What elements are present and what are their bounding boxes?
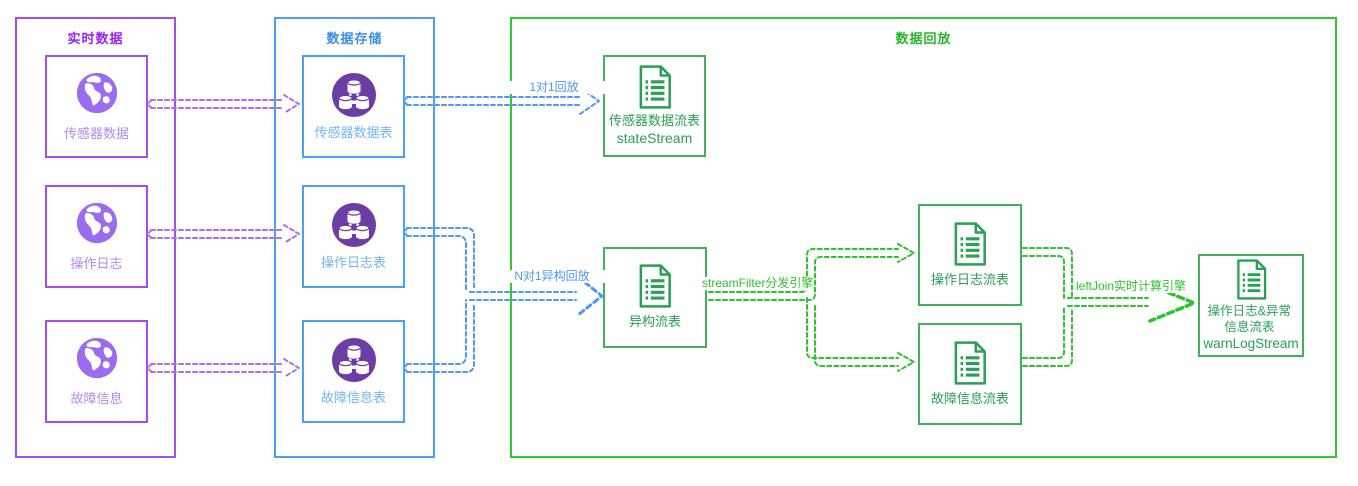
edge-label-leftjoin: leftJoin实时计算引擎 bbox=[1076, 279, 1187, 294]
node-label: 故障信息表 bbox=[320, 390, 386, 406]
node-label: 传感器数据 bbox=[63, 126, 129, 142]
node-sublabel: stateStream bbox=[616, 129, 693, 146]
database-cluster-icon bbox=[330, 202, 377, 248]
node-label: 故障信息流表 bbox=[930, 390, 1009, 406]
node-label: 操作日志表 bbox=[320, 255, 386, 271]
node-sensor-stream-table[interactable]: 传感器数据流表 stateStream bbox=[603, 55, 706, 157]
database-cluster-icon bbox=[330, 337, 377, 383]
node-label: 操作日志 bbox=[70, 256, 123, 272]
node-fault-info-table[interactable]: 故障信息表 bbox=[302, 320, 405, 423]
group-storage-title: 数据存储 bbox=[326, 31, 383, 46]
node-hetero-stream-table[interactable]: 异构流表 bbox=[603, 247, 707, 348]
globe-icon bbox=[76, 203, 117, 244]
document-icon bbox=[639, 264, 672, 309]
node-oplog-stream-table[interactable]: 操作日志流表 bbox=[918, 204, 1022, 306]
node-label: 故障信息 bbox=[70, 391, 123, 407]
node-sublabel: warnLogStream bbox=[1203, 335, 1299, 351]
document-icon bbox=[1236, 259, 1267, 301]
node-sensor-data-table[interactable]: 传感器数据表 bbox=[302, 55, 405, 158]
edge-label-streamfilter: streamFilter分发引擎 bbox=[702, 276, 814, 291]
group-replay-title: 数据回放 bbox=[895, 31, 952, 46]
document-icon bbox=[954, 221, 987, 266]
node-label: 异构流表 bbox=[628, 314, 681, 330]
database-cluster-icon bbox=[330, 72, 377, 118]
globe-icon bbox=[76, 73, 117, 114]
node-operation-log-table[interactable]: 操作日志表 bbox=[302, 185, 405, 288]
node-label: 传感器数据表 bbox=[314, 125, 393, 141]
group-data-replay[interactable]: 数据回放 bbox=[510, 17, 1337, 458]
node-sensor-data[interactable]: 传感器数据 bbox=[45, 55, 148, 158]
node-label: 操作日志&异常信息流表 bbox=[1207, 304, 1292, 334]
document-icon bbox=[638, 65, 671, 110]
document-icon bbox=[954, 340, 987, 385]
node-label: 传感器数据流表 bbox=[608, 113, 700, 129]
globe-icon bbox=[76, 338, 117, 379]
node-warnlog-stream-table[interactable]: 操作日志&异常信息流表 warnLogStream bbox=[1198, 254, 1304, 357]
node-operation-log[interactable]: 操作日志 bbox=[45, 185, 148, 288]
edge-label-one-to-one: 1对1回放 bbox=[502, 80, 606, 95]
node-fault-stream-table[interactable]: 故障信息流表 bbox=[918, 323, 1022, 425]
node-label: 操作日志流表 bbox=[930, 271, 1009, 287]
group-realtime-title: 实时数据 bbox=[67, 31, 124, 46]
node-fault-info[interactable]: 故障信息 bbox=[45, 320, 148, 423]
edge-label-n-to-one: N对1异构回放 bbox=[498, 269, 606, 284]
